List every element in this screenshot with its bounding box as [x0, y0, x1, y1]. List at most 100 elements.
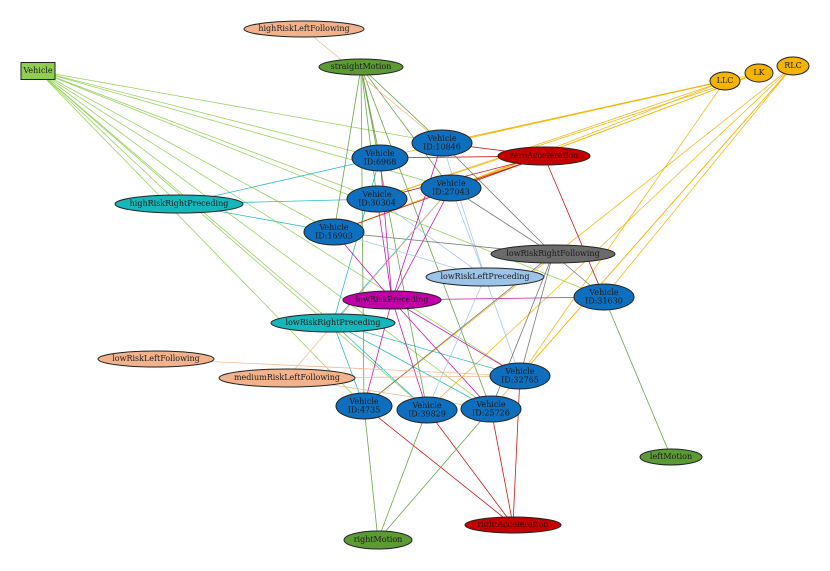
- node-label-v10846: ID:10846: [423, 142, 461, 151]
- edge-lrlp-v27043: [450, 187, 486, 278]
- node-shape-leftmotion: [639, 448, 703, 466]
- edge-rightacc-v32765: [512, 375, 521, 526]
- node-label-v4735: Vehicle: [348, 397, 379, 406]
- node-label-v16903: Vehicle: [318, 223, 349, 232]
- node-hrlf: highRiskLeftFollowing: [243, 20, 365, 38]
- edge-lrrf-v32765: [519, 253, 554, 377]
- node-label-lrp: lowRiskPreceding: [356, 295, 429, 304]
- edge-lrp-v27043: [391, 187, 452, 301]
- node-label-v6968: ID:6968: [364, 157, 397, 166]
- node-label-v27043: Vehicle: [435, 179, 466, 188]
- node-shape-v10846: [411, 129, 473, 157]
- node-shape-rightacc: [464, 516, 562, 534]
- node-label-v30304: ID:30304: [358, 198, 396, 207]
- edge-lrp-v25726: [391, 299, 492, 410]
- node-zeroacc: zeroAcceleration: [497, 146, 591, 166]
- edge-layer: [37, 28, 794, 541]
- edge-rlc-v31630: [603, 65, 794, 298]
- edge-vehicle_type-v31630: [37, 70, 605, 298]
- edge-vehicle_type-v32765: [37, 70, 521, 377]
- node-shape-v4735: [335, 392, 393, 420]
- node-shape-v25726: [460, 395, 522, 423]
- node-shape-hrrp: [114, 194, 244, 214]
- edge-lrrp-v39829: [332, 322, 428, 411]
- node-rightmotion: rightMotion: [343, 530, 413, 550]
- node-label-lk: LK: [753, 68, 765, 77]
- edge-mrlf-v27043: [286, 187, 452, 379]
- node-label-rightmotion: rightMotion: [354, 535, 403, 544]
- edge-leftmotion-v31630: [603, 296, 672, 458]
- node-lk: LK: [744, 63, 774, 83]
- node-mrlf: mediumRiskLeftFollowing: [218, 368, 356, 388]
- edge-straight-v39829: [360, 66, 428, 411]
- node-label-v25726: Vehicle: [475, 400, 506, 409]
- edge-vehicle_type-hrrp: [37, 70, 180, 205]
- edge-vehicle_type-v10846: [37, 70, 443, 144]
- node-lrrp: lowRiskRightPreceding: [270, 313, 396, 333]
- node-lrlp: lowRiskLeftPreceding: [425, 267, 545, 287]
- node-hrrp: highRiskRightPreceding: [114, 194, 244, 214]
- node-vehicle_type: Vehicle: [20, 62, 56, 80]
- edge-vehicle_type-v39829: [37, 70, 428, 411]
- node-label-v27043: ID:27043: [432, 187, 470, 196]
- node-label-v10846: Vehicle: [426, 134, 457, 143]
- edge-straight-v10846: [360, 66, 443, 144]
- node-shape-rlc: [776, 56, 810, 76]
- node-shape-v32765: [489, 362, 551, 390]
- node-label-mrlf: mediumRiskLeftFollowing: [234, 373, 340, 382]
- edge-lrlp-v30304: [376, 198, 486, 278]
- node-shape-lrrp: [270, 313, 396, 333]
- edge-rightmotion-v39829: [377, 409, 428, 541]
- node-shape-v39829: [396, 396, 458, 424]
- edge-lrlp-v10846: [441, 142, 486, 278]
- edge-lrrp-v4735: [332, 322, 365, 407]
- edge-llc-v27043: [450, 80, 726, 189]
- node-shape-v16903: [303, 218, 365, 246]
- node-label-v6968: Vehicle: [364, 149, 395, 158]
- node-shape-zeroacc: [497, 146, 591, 166]
- edge-lrp-v30304: [376, 198, 393, 301]
- edge-lrp-v10846: [391, 142, 443, 301]
- node-label-rlc: RLC: [784, 61, 801, 70]
- edge-vehicle_type-v4735: [37, 70, 365, 407]
- node-label-hrrp: highRiskRightPreceding: [130, 199, 229, 208]
- node-label-hrlf: highRiskLeftFollowing: [258, 24, 349, 33]
- node-label-lrrp: lowRiskRightPreceding: [286, 318, 381, 327]
- node-label-v16903: ID:16903: [315, 231, 353, 240]
- edge-llc-v32765: [519, 80, 726, 377]
- node-shape-v31630: [573, 283, 635, 311]
- edge-lrlp-v39829: [426, 276, 486, 411]
- edge-rightacc-v4735: [363, 405, 514, 526]
- edge-lrrp-v32765: [332, 322, 521, 377]
- node-label-v31630: ID:31630: [585, 296, 623, 305]
- node-rlc: RLC: [776, 56, 810, 76]
- edge-rlc-v39829: [426, 65, 794, 411]
- edge-rightacc-v25726: [490, 408, 514, 526]
- node-label-v39829: Vehicle: [411, 401, 442, 410]
- node-lrrf: lowRiskRightFollowing: [490, 244, 616, 264]
- edge-rightacc-v39829: [426, 409, 514, 526]
- edge-lrp-v32765: [391, 299, 521, 377]
- node-shape-straight: [318, 58, 404, 76]
- node-rightacc: rightAcceleration: [464, 516, 562, 534]
- node-lrlf: lowRiskLeftFollowing: [97, 350, 215, 368]
- edge-straight-v25726: [360, 66, 492, 410]
- edge-lk-v10846: [441, 72, 760, 144]
- edge-straight-v27043: [360, 66, 452, 189]
- node-label-rightacc: rightAcceleration: [478, 520, 549, 529]
- node-label-zeroacc: zeroAcceleration: [510, 151, 579, 160]
- node-label-v31630: Vehicle: [588, 288, 619, 297]
- edge-lrlp-v32765: [484, 276, 521, 377]
- node-shape-v30304: [346, 185, 408, 213]
- node-label-leftmotion: leftMotion: [650, 452, 692, 461]
- edge-lrlf-v32765: [155, 358, 521, 377]
- node-label-straight: straightMotion: [331, 62, 392, 71]
